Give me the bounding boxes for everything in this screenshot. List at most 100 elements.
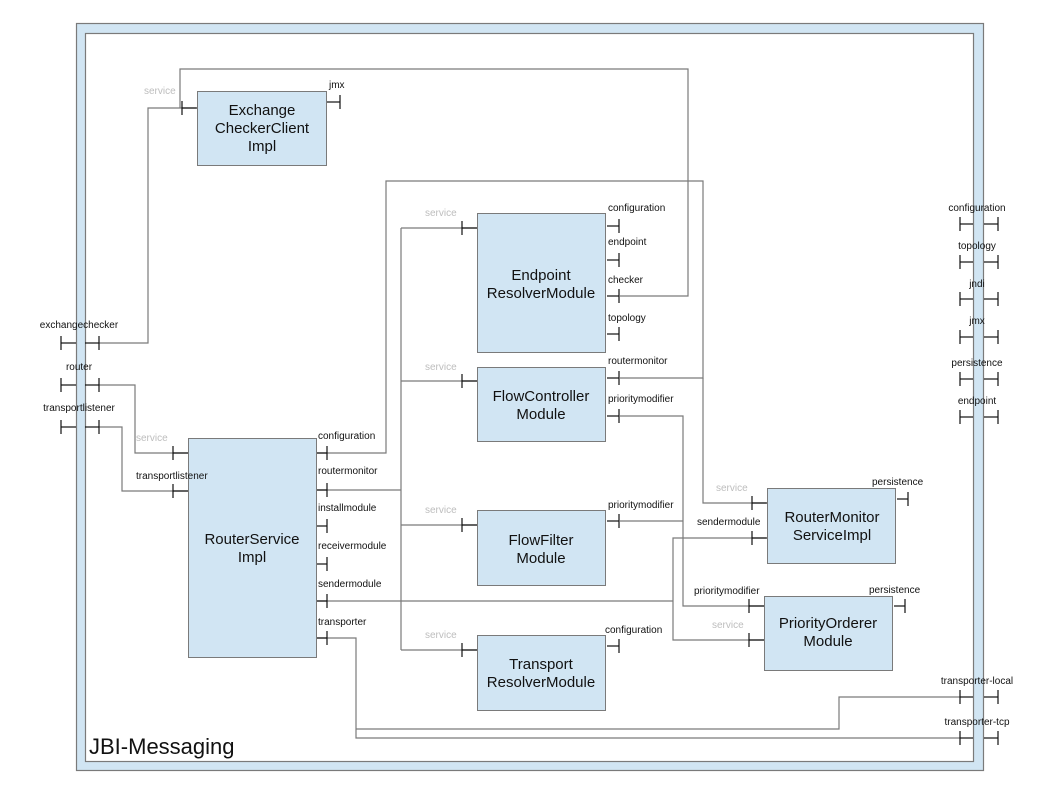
composite-ref-label: transporter-local — [941, 676, 1013, 687]
port-label-configuration: configuration — [318, 431, 375, 442]
composite-ref-topology[interactable] — [959, 255, 999, 269]
port-transportlistener-routerservice[interactable] — [172, 484, 188, 498]
port-configuration-endpoint[interactable] — [607, 219, 620, 233]
component-endpoint-resolver-module[interactable] — [477, 213, 606, 353]
component-exchange-checker-client-impl[interactable] — [197, 91, 327, 166]
port-label-transporter: transporter — [318, 617, 367, 628]
component-label: PriorityOrderer — [779, 615, 877, 632]
wire-routermonitor-to-monitor — [702, 378, 766, 504]
component-label: RouterMonitor — [784, 509, 879, 526]
wire-configuration-bus — [316, 180, 704, 454]
composite-ref-jndi[interactable] — [959, 292, 999, 306]
wire-sendermodule-bus — [672, 537, 766, 641]
composite-ref-persistence[interactable] — [959, 372, 999, 386]
port-label-persistence: persistence — [869, 585, 921, 596]
port-label-sendermodule: sendermodule — [697, 517, 761, 528]
port-label-configuration: configuration — [608, 203, 665, 214]
port-label-service: service — [425, 630, 457, 641]
component-flow-filter-module[interactable] — [477, 510, 606, 586]
port-label-routermonitor: routermonitor — [608, 356, 668, 367]
port-label-routermonitor: routermonitor — [318, 466, 378, 477]
wires — [99, 68, 960, 739]
composite-ref-endpoint[interactable] — [959, 410, 999, 424]
port-service-transport[interactable] — [461, 643, 477, 657]
port-label-prioritymodifier: prioritymodifier — [694, 586, 760, 597]
port-transporter-routerservice[interactable] — [317, 631, 328, 645]
component-label: RouterService — [204, 531, 299, 548]
port-prioritymodifier-priorityorderer[interactable] — [748, 599, 764, 613]
port-receivermodule-routerservice[interactable] — [317, 557, 328, 571]
port-configuration-routerservice[interactable] — [317, 446, 328, 460]
port-routermonitor-flowcontroller[interactable] — [607, 371, 620, 385]
composite-port-router[interactable] — [60, 378, 100, 392]
port-service-exchangechecker[interactable] — [181, 101, 197, 115]
port-label-persistence: persistence — [872, 477, 924, 488]
component-label: Endpoint — [511, 267, 571, 284]
port-sendermodule-routermonitor[interactable] — [751, 531, 767, 545]
component-priority-orderer-module[interactable] — [764, 596, 893, 671]
port-service-routerservice[interactable] — [172, 446, 188, 460]
component-label: Module — [803, 633, 852, 650]
component-router-monitor-service-impl[interactable] — [767, 488, 896, 564]
service-ports: service service service service service … — [136, 86, 767, 657]
component-label: Exchange — [229, 102, 296, 119]
port-checker-endpoint[interactable] — [607, 289, 620, 303]
component-flow-controller-module[interactable] — [477, 367, 606, 442]
composite-ref-label: persistence — [951, 358, 1003, 369]
composite-port-label: router — [66, 362, 93, 373]
port-label-installmodule: installmodule — [318, 503, 377, 514]
port-sendermodule-routerservice[interactable] — [317, 594, 328, 608]
port-topology-endpoint[interactable] — [607, 327, 620, 341]
component-router-service-impl[interactable] — [188, 438, 317, 658]
wire-checker-to-exchangecheckerclient — [179, 68, 689, 297]
component-label: ResolverModule — [487, 674, 595, 691]
port-routermonitor-routerservice[interactable] — [317, 483, 328, 497]
composite-port-label: exchangechecker — [40, 320, 119, 331]
port-label-service: service — [425, 505, 457, 516]
port-installmodule-routerservice[interactable] — [317, 519, 328, 533]
composite-ref-label: configuration — [948, 203, 1005, 214]
port-label-service: service — [712, 620, 744, 631]
port-label-configuration: configuration — [605, 625, 662, 636]
composite-port-transportlistener[interactable] — [60, 420, 100, 434]
reference-ports: jmx configuration endpoint checker topol… — [317, 80, 924, 653]
port-label-service: service — [144, 86, 176, 97]
port-label-topology: topology — [608, 313, 646, 324]
composite-port-exchangechecker[interactable] — [60, 336, 100, 350]
component-transport-resolver-module[interactable] — [477, 635, 606, 711]
composite-ref-label: transporter-tcp — [944, 717, 1009, 728]
composite-title: JBI-Messaging — [89, 734, 235, 759]
wire-transporter-local — [356, 696, 960, 730]
port-persistence-priorityorderer[interactable] — [894, 599, 906, 613]
composite-ref-jmx[interactable] — [959, 330, 999, 344]
port-service-priorityorderer[interactable] — [748, 633, 764, 647]
port-service-flowfilter[interactable] — [461, 518, 477, 532]
port-label-transportlistener: transportlistener — [136, 471, 208, 482]
port-service-endpoint[interactable] — [461, 221, 477, 235]
port-jmx-exchangechecker[interactable] — [327, 95, 341, 109]
port-persistence-routermonitor[interactable] — [897, 492, 909, 506]
port-prioritymodifier-flowfilter[interactable] — [607, 514, 620, 528]
component-label: Impl — [238, 549, 266, 566]
port-configuration-transport[interactable] — [607, 639, 620, 653]
port-endpoint-endpoint[interactable] — [607, 253, 620, 267]
port-label-service: service — [716, 483, 748, 494]
port-prioritymodifier-flowcontroller[interactable] — [607, 409, 620, 423]
wire-prioritymodifier — [620, 415, 764, 607]
composite-ref-configuration[interactable] — [959, 217, 999, 231]
port-service-routermonitor[interactable] — [751, 496, 767, 510]
composite-ref-transporter-local[interactable] — [959, 690, 999, 704]
wire-router — [99, 384, 188, 454]
port-label-sendermodule: sendermodule — [318, 579, 382, 590]
port-label-service: service — [425, 362, 457, 373]
component-label: ServiceImpl — [793, 527, 871, 544]
wire-transporter — [316, 637, 960, 739]
composite-port-label: transportlistener — [43, 403, 115, 414]
composite-ref-label: endpoint — [958, 396, 997, 407]
component-label: FlowFilter — [508, 532, 573, 549]
port-service-flowcontroller[interactable] — [461, 374, 477, 388]
composite-ref-transporter-tcp[interactable] — [959, 731, 999, 745]
port-label-prioritymodifier: prioritymodifier — [608, 500, 674, 511]
component-label: Transport — [509, 656, 573, 673]
